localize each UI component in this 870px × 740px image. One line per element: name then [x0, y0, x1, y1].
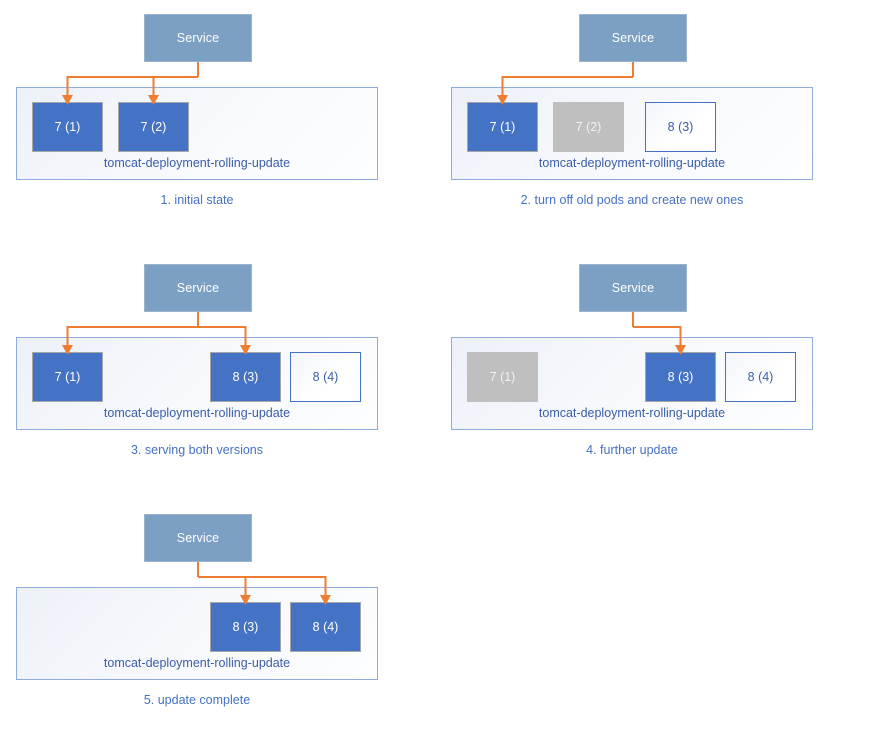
service-box[interactable]: Service [144, 264, 252, 312]
pod-terminating[interactable]: 7 (2) [553, 102, 624, 152]
deployment-name-label: tomcat-deployment-rolling-update [103, 406, 291, 420]
service-box[interactable]: Service [579, 14, 687, 62]
pod-active[interactable]: 7 (1) [32, 352, 103, 402]
pod-active[interactable]: 8 (3) [210, 602, 281, 652]
panel-caption: 4. further update [586, 443, 678, 457]
pod-active[interactable]: 7 (1) [467, 102, 538, 152]
panel-caption: 1. initial state [160, 193, 234, 207]
pod-active[interactable]: 8 (4) [290, 602, 361, 652]
deployment-name-label: tomcat-deployment-rolling-update [538, 406, 726, 420]
pod-active[interactable]: 8 (3) [645, 352, 716, 402]
pod-active[interactable]: 7 (1) [32, 102, 103, 152]
panel-5: tomcat-deployment-rolling-update 8 (3)8 (… [0, 500, 435, 740]
service-box[interactable]: Service [144, 14, 252, 62]
pod-pending[interactable]: 8 (3) [645, 102, 716, 152]
panel-caption: 5. update complete [143, 693, 251, 707]
panel-caption: 2. turn off old pods and create new ones [520, 193, 744, 207]
panel-caption: 3. serving both versions [130, 443, 263, 457]
deployment-name-label: tomcat-deployment-rolling-update [538, 156, 726, 170]
deployment-name-label: tomcat-deployment-rolling-update [103, 156, 291, 170]
pod-pending[interactable]: 8 (4) [725, 352, 796, 402]
service-box[interactable]: Service [579, 264, 687, 312]
pod-active[interactable]: 8 (3) [210, 352, 281, 402]
deployment-name-label: tomcat-deployment-rolling-update [103, 656, 291, 670]
pod-terminating[interactable]: 7 (1) [467, 352, 538, 402]
pod-pending[interactable]: 8 (4) [290, 352, 361, 402]
pod-active[interactable]: 7 (2) [118, 102, 189, 152]
service-box[interactable]: Service [144, 514, 252, 562]
